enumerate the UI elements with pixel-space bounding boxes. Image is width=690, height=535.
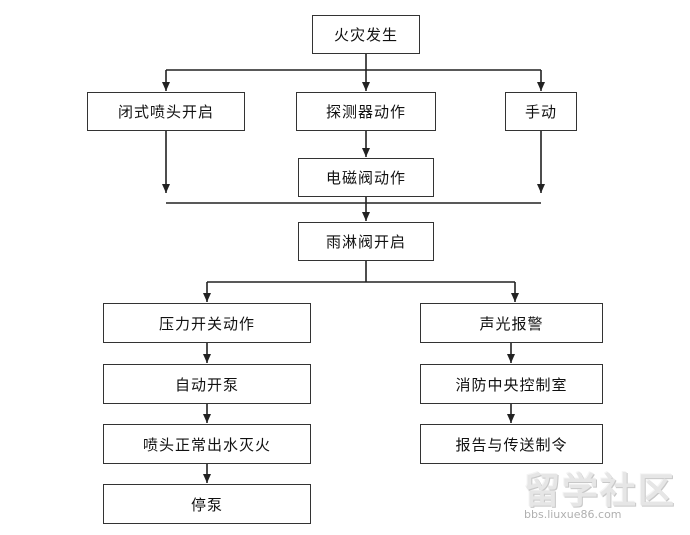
node-detector-action: 探测器动作	[296, 92, 436, 131]
node-fire-occurs: 火灾发生	[312, 15, 420, 54]
node-auto-start-pump: 自动开泵	[103, 364, 311, 404]
node-closed-sprinkler-open: 闭式喷头开启	[87, 92, 245, 131]
node-fire-control-room: 消防中央控制室	[420, 364, 603, 404]
node-pressure-switch-action: 压力开关动作	[103, 303, 311, 343]
node-deluge-valve-open: 雨淋阀开启	[298, 222, 434, 261]
node-audible-visual-alarm: 声光报警	[420, 303, 603, 343]
node-stop-pump: 停泵	[103, 484, 311, 524]
node-sprinkler-discharge: 喷头正常出水灭火	[103, 424, 311, 464]
node-solenoid-valve-action: 电磁阀动作	[298, 158, 434, 197]
node-manual: 手动	[505, 92, 577, 131]
node-report-and-command: 报告与传送制令	[420, 424, 603, 464]
